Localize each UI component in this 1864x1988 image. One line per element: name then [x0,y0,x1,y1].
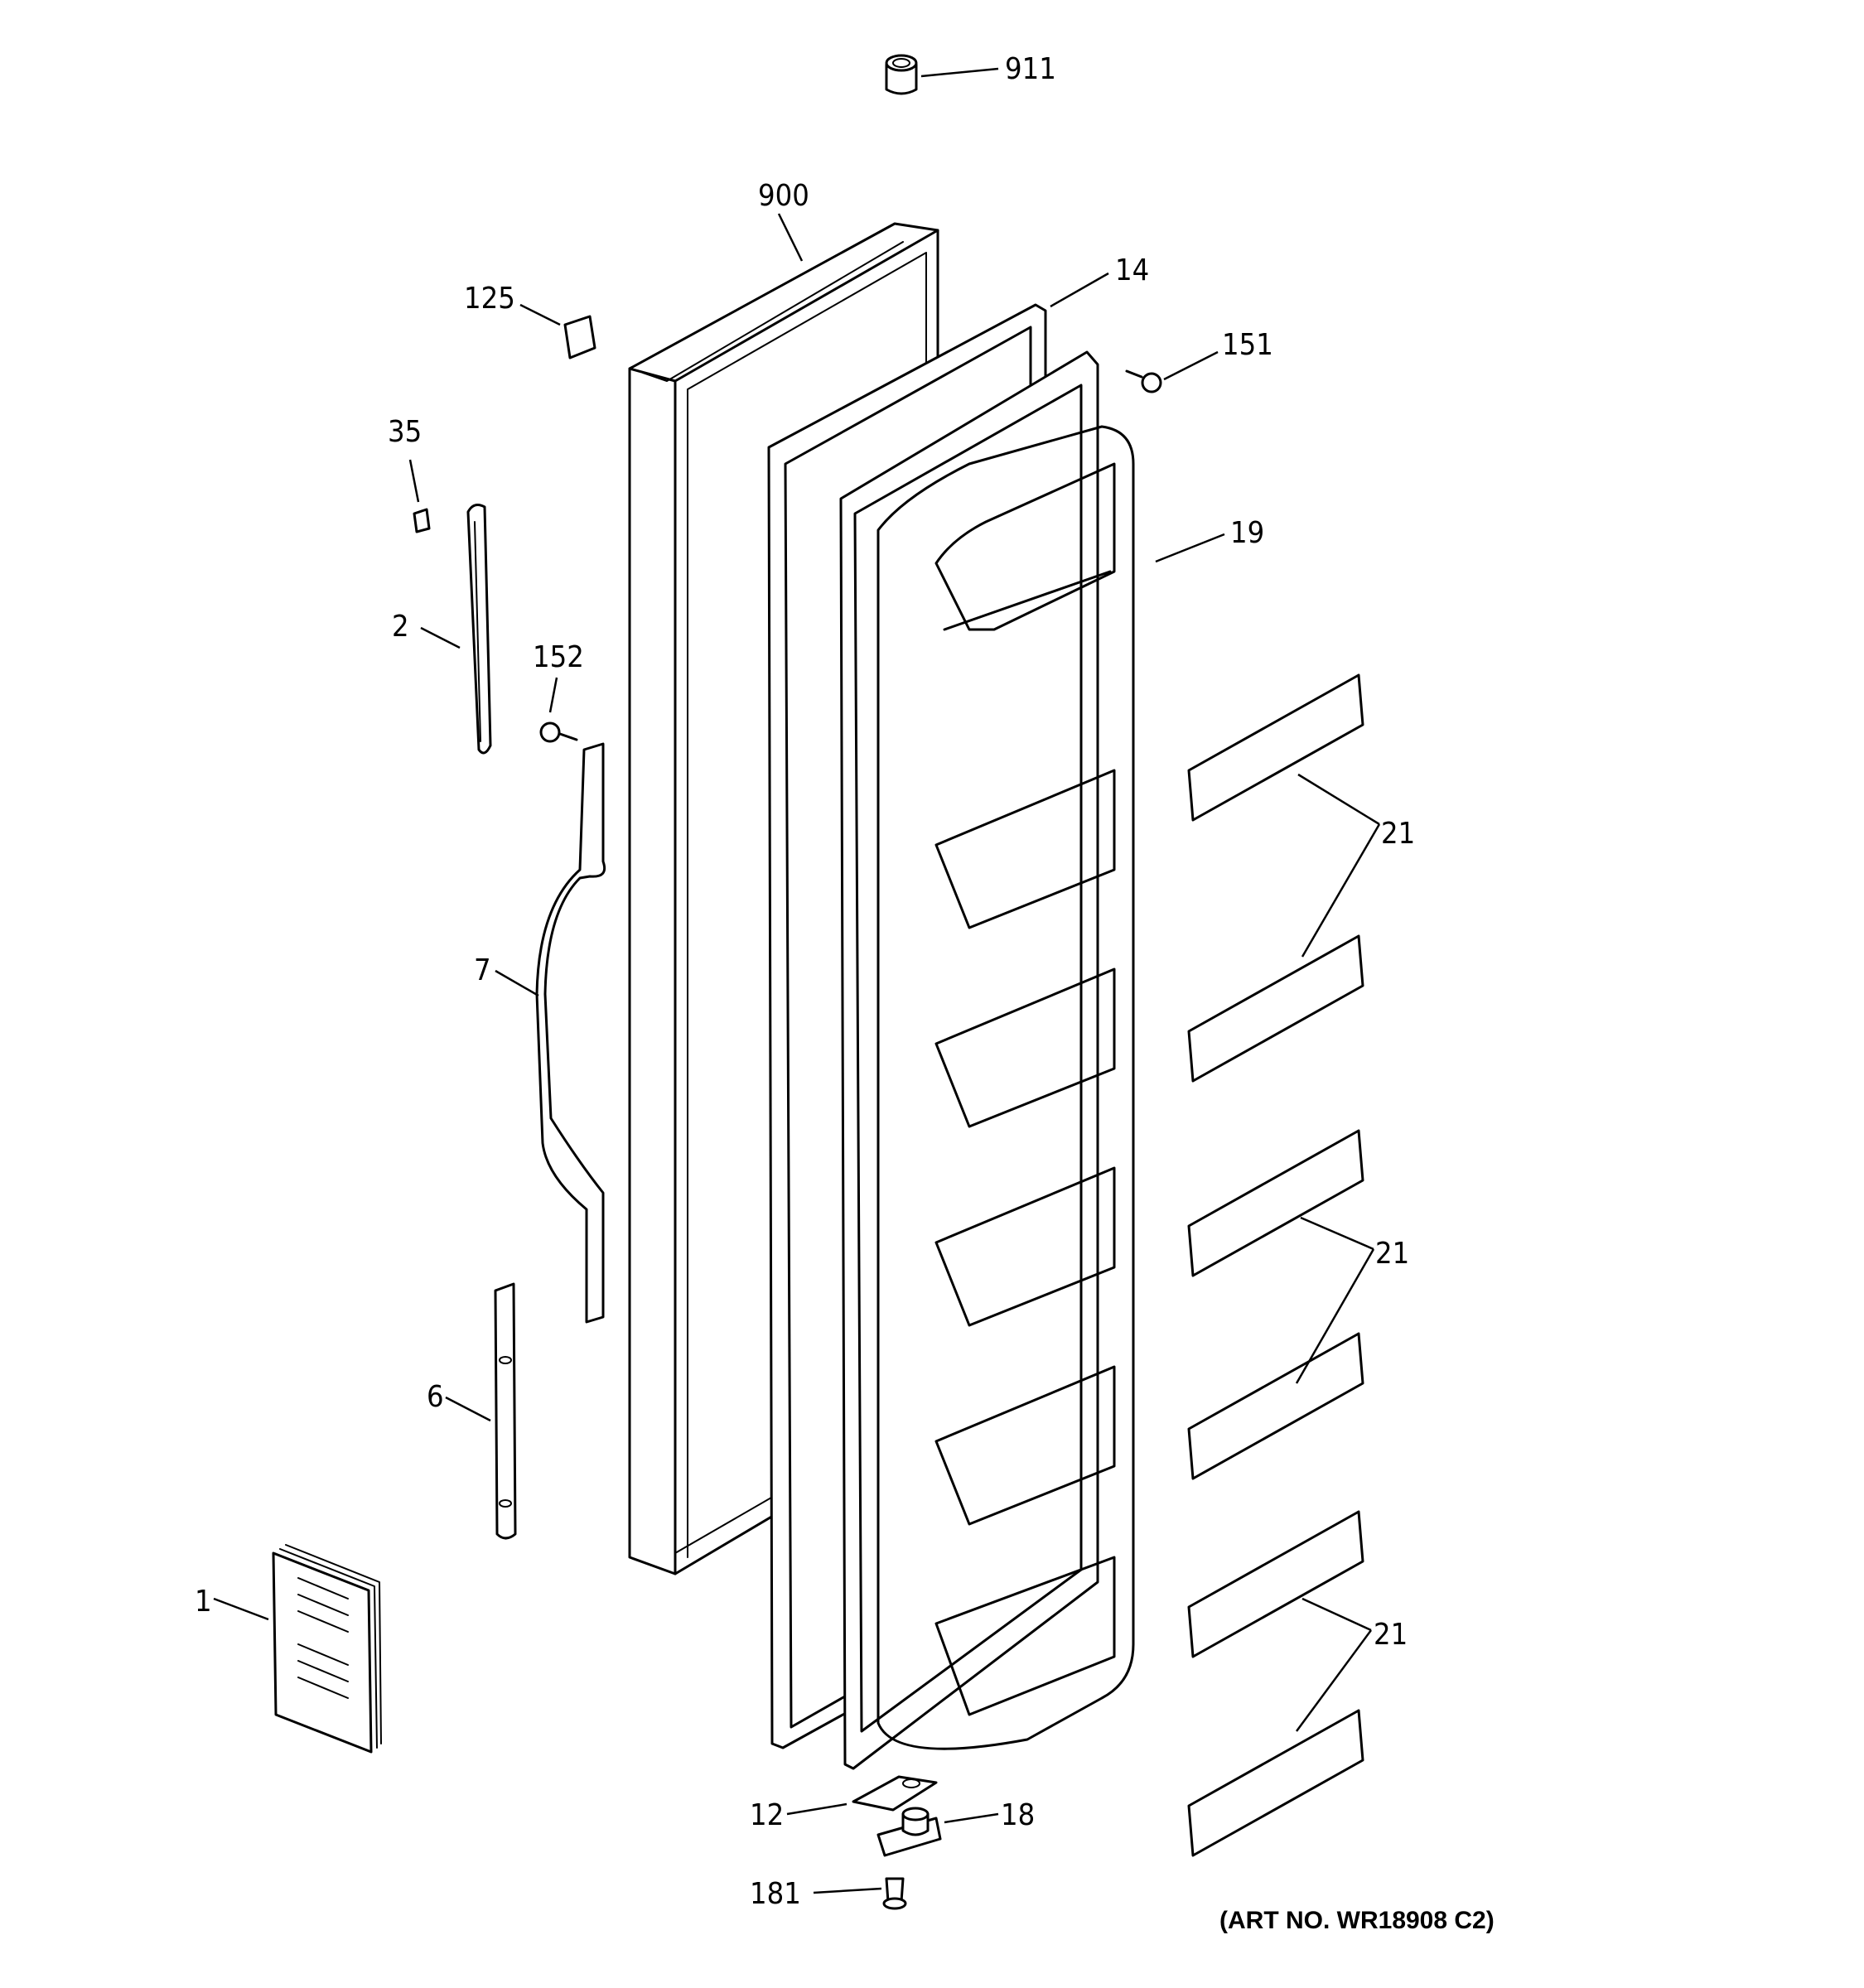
label-900: 900 [758,179,809,213]
part-7-handle [495,742,606,1324]
label-19: 19 [1230,516,1264,550]
part-151-screw [1125,350,1219,393]
label-6: 6 [427,1380,444,1414]
part-181-screw [813,1877,907,1910]
part-21-shelf-rails [1187,673,1381,1857]
part-125-pad [519,303,596,359]
label-21-middle: 21 [1375,1237,1409,1271]
part-1-manual [213,1544,382,1754]
part-18-hinge-pin [876,1807,999,1857]
label-7: 7 [474,953,491,987]
art-number: (ART NO. WR18908 C2) [1219,1907,1495,1934]
part-152-screw [539,677,578,743]
label-125: 125 [464,282,515,316]
label-21-upper: 21 [1381,817,1415,851]
label-21-lower: 21 [1374,1618,1408,1652]
label-18: 18 [1001,1798,1035,1832]
label-152: 152 [533,640,584,674]
part-12-hinge-bracket [786,1775,938,1816]
label-35: 35 [388,415,422,449]
part-19-door-liner [839,350,1225,1770]
label-1: 1 [195,1585,212,1619]
label-2: 2 [392,610,409,644]
label-151: 151 [1222,328,1273,362]
part-35-insert [408,459,431,533]
part-2-top-trim [420,504,492,755]
part-6-bottom-trim [445,1282,517,1540]
label-12: 12 [750,1798,784,1832]
part-911-cap [885,54,999,95]
label-14: 14 [1115,253,1149,287]
label-181: 181 [750,1877,801,1911]
label-911: 911 [1005,52,1056,86]
